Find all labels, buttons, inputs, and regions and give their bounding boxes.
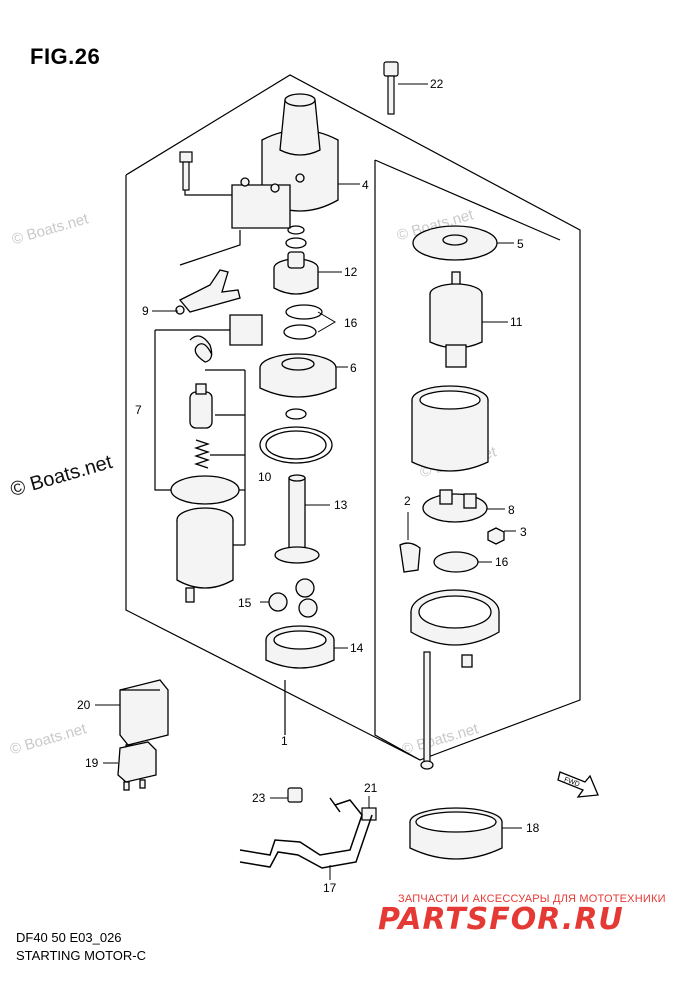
callout-7: 7 [135,403,142,417]
through-bolt [420,651,434,770]
leader-line [179,230,241,266]
callout-9: 9 [142,304,149,318]
solenoid-body [176,507,234,603]
shaft-13 [274,474,320,564]
ring [285,225,307,249]
gasket-ring [259,426,333,464]
band-18 [409,807,503,860]
callout-8: 8 [508,503,515,517]
assembly-outline [125,74,581,761]
callout-12: 12 [344,265,358,279]
nut-3 [487,527,505,545]
bracket-17 [239,797,373,869]
callout-3: 3 [520,525,527,539]
fwd-label: FWD [563,776,580,788]
brand-logo: PARTSFOR.RU [378,902,624,937]
solenoid-cover-4 [231,93,339,229]
bracket-7 [154,330,185,491]
callout-14: 14 [350,641,364,655]
planet-gear-15 [268,578,318,618]
bolt-small [179,151,193,191]
callout-6: 6 [350,361,357,375]
relay-19 [117,741,157,791]
brush-plate-5 [412,225,498,261]
gear-housing-6 [259,353,337,398]
snap-ring-16 [283,304,323,340]
callout-17: 17 [323,881,337,895]
figure-name: STARTING MOTOR-C [16,948,146,963]
figure-code: DF40 50 E03_026 [16,930,122,945]
callout-22: 22 [430,77,444,91]
brush-holder-8 [399,489,488,573]
callout-20: 20 [77,698,91,712]
bolt-21 [361,807,377,821]
callout-23: 23 [252,791,266,805]
yoke [411,385,489,472]
callout-21: 21 [364,781,378,795]
figure-title: FIG.26 [30,44,101,69]
callout-13: 13 [334,498,348,512]
callout-1: 1 [281,734,288,748]
callout-5: 5 [517,237,524,251]
bolt-22 [383,61,399,115]
end-plate [170,475,240,505]
callout-19: 19 [85,756,99,770]
plunger-7 [189,314,263,469]
washer [285,408,307,420]
callout-16: 16 [344,316,358,330]
washer-16 [433,551,479,573]
callout-10: 10 [258,470,272,484]
shift-fork-9 [175,269,241,315]
callout-4: 4 [362,178,369,192]
relay-20 [119,679,169,752]
armature-11 [429,271,483,368]
inner-frame [374,160,421,761]
callout-15: 15 [238,596,252,610]
inner-frame [374,159,561,241]
end-cover [410,589,500,668]
callout-18: 18 [526,821,540,835]
leader-line [317,311,336,333]
clip-23 [287,787,303,803]
callout-2: 2 [404,494,411,508]
callout-16: 16 [495,555,509,569]
ring-gear-14 [265,625,335,669]
fwd-arrow-icon: FWD [557,771,599,798]
brand-tagline: ЗАПЧАСТИ И АКСЕССУАРЫ ДЛЯ МОТОТЕХНИКИ [398,893,666,905]
callout-11: 11 [510,315,523,329]
pinion-gear-12 [273,251,319,295]
